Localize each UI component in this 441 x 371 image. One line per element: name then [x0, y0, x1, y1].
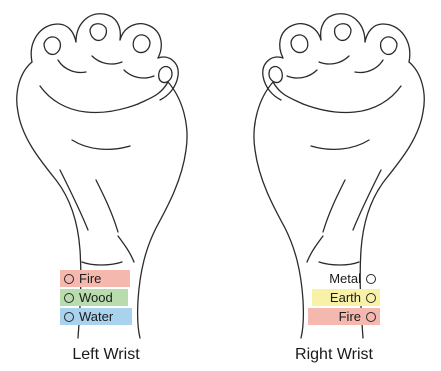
point-label: Water — [79, 309, 113, 324]
right-point-fire: Fire — [308, 308, 380, 325]
left-wrist-caption: Left Wrist — [26, 346, 186, 364]
left-point-wood: Wood — [60, 289, 128, 306]
pulse-circle-icon — [366, 312, 376, 322]
pulse-circle-icon — [366, 293, 376, 303]
right-point-earth: Earth — [312, 289, 380, 306]
pulse-circle-icon — [366, 274, 376, 284]
left-wrist-points: Fire Wood Water — [60, 270, 132, 326]
point-label: Metal — [329, 271, 361, 286]
right-point-metal: Metal — [308, 270, 380, 287]
point-label: Wood — [79, 290, 113, 305]
left-point-fire: Fire — [60, 270, 130, 287]
point-label: Fire — [79, 271, 101, 286]
right-wrist-points: Metal Earth Fire — [308, 270, 380, 326]
left-point-water: Water — [60, 308, 132, 325]
point-label: Earth — [330, 290, 361, 305]
right-wrist-caption: Right Wrist — [254, 346, 414, 364]
pulse-circle-icon — [64, 312, 74, 322]
point-label: Fire — [339, 309, 361, 324]
pulse-circle-icon — [64, 293, 74, 303]
pulse-circle-icon — [64, 274, 74, 284]
